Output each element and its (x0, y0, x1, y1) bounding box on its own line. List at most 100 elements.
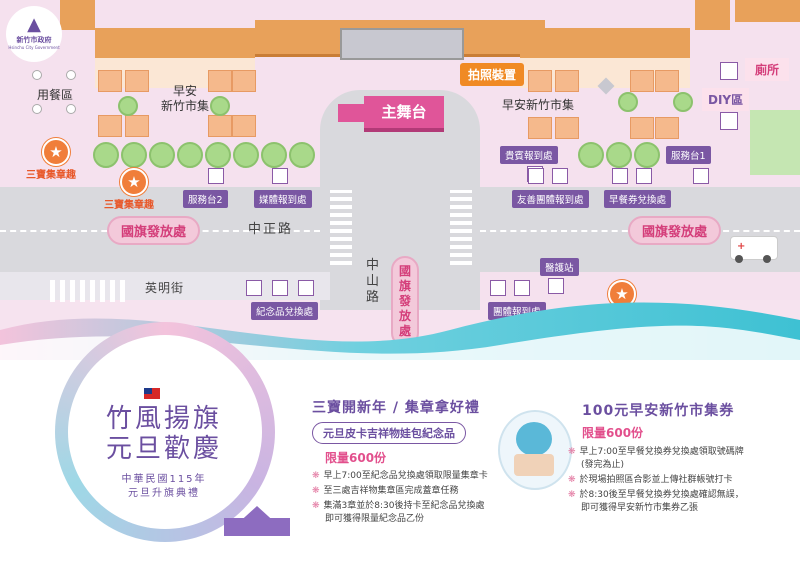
souvenir-marker (246, 280, 262, 296)
garden (750, 110, 800, 175)
section2-limit: 限量600份 (582, 426, 644, 440)
stall (98, 115, 122, 137)
taiwan-flag-icon (144, 388, 160, 399)
stall (125, 115, 149, 137)
tree (578, 142, 604, 168)
market-left-label: 早安 新竹市集 (160, 84, 209, 113)
medical-station-tag: 醫護站 (540, 258, 579, 276)
stall (555, 117, 579, 139)
stall (555, 70, 579, 92)
breakfast-exchange-marker (612, 168, 628, 184)
building-roof (95, 28, 255, 61)
group-registration-marker (514, 280, 530, 296)
tree (93, 142, 119, 168)
service-desk-1-marker (693, 168, 709, 184)
media-registration-tag: 媒體報到處 (254, 190, 312, 208)
section1-badge: 元旦皮卡吉祥物娃包紀念品 (312, 422, 466, 444)
ambulance-icon: + (730, 236, 778, 263)
building-roof (520, 28, 690, 61)
main-stage: 主舞台 (364, 96, 444, 132)
friendly-registration-marker (552, 168, 568, 184)
road-label-zhongshan: 中山路 (366, 258, 380, 305)
tree (261, 142, 287, 168)
toilet-tag: 廁所 (745, 58, 790, 81)
diy-tag: DIY區 (702, 88, 750, 111)
breakfast-exchange-marker (636, 168, 652, 184)
mascot-image (498, 410, 572, 490)
star-icon: ★ (42, 138, 70, 166)
souvenir-exchange-tag: 紀念品兌換處 (251, 302, 319, 320)
list-item: ❋早上7:00至早餐兌換券兌換處領取號碼牌 (發完為止) (568, 447, 744, 470)
star-icon: ★ (120, 168, 148, 196)
friendly-registration-marker (528, 168, 544, 184)
event-title-line2: 元旦歡慶 (105, 434, 222, 464)
diy-marker (720, 112, 738, 130)
tree (149, 142, 175, 168)
stall (98, 70, 122, 92)
service-desk-2-tag: 服務台2 (183, 190, 228, 208)
logo-icon: ▲ (27, 14, 41, 35)
list-item: ❋於8:30後至早餐兌換券兌換處確認無誤， 即可獲得早安新竹市集券乙張 (568, 490, 744, 513)
dining-area (30, 68, 80, 118)
souvenir-marker (298, 280, 314, 296)
section1-list: ❋早上7:00至紀念品兌換處領取限量集章卡 ❋至三處吉祥物集章區完成蓋章任務 ❋… (312, 470, 532, 526)
market-right-label: 早安新竹市集 (502, 98, 575, 112)
stall (655, 117, 679, 139)
tree (118, 96, 138, 116)
friendly-registration-tag: 友善團體報到處 (512, 190, 589, 208)
flag-distribution-right: 國旗發放處 (628, 216, 722, 245)
stall (528, 70, 552, 92)
event-badge (68, 335, 262, 529)
flag-distribution-vertical: 國旗發放處 (391, 256, 419, 347)
list-item: ❋至三處吉祥物集章區完成蓋章任務 (312, 486, 459, 496)
group-registration-marker (490, 280, 506, 296)
section2-title: 100元早安新竹市集券 (582, 403, 735, 419)
service-desk-2-marker (208, 168, 224, 184)
photo-booth-tag: 拍照裝置 (460, 63, 525, 86)
list-item: ❋於現場拍照區合影並上傳社群帳號打卡 (568, 475, 733, 485)
stall (232, 70, 256, 92)
dining-label: 用餐區 (37, 88, 74, 102)
tree (177, 142, 203, 168)
section2-list: ❋早上7:00至早餐兌換券兌換處領取號碼牌 (發完為止) ❋於現場拍照區合影並上… (568, 446, 788, 515)
breakfast-exchange-tag: 早餐券兌換處 (604, 190, 672, 208)
section1-limit: 限量600份 (325, 451, 387, 465)
flag-distribution-left: 國旗發放處 (107, 216, 201, 245)
stage-side (338, 104, 364, 122)
list-item: ❋早上7:00至紀念品兌換處領取限量集章卡 (312, 471, 488, 481)
stall (528, 117, 552, 139)
vip-registration-tag: 貴賓報到處 (500, 146, 558, 164)
tree (618, 92, 638, 112)
stall (655, 70, 679, 92)
toilet-marker (720, 62, 738, 80)
crosswalk (50, 280, 130, 302)
tree (205, 142, 231, 168)
city-logo: ▲ 新竹市政府 Hsinchu City Government (6, 6, 62, 62)
event-subtitle-line2: 元旦升旗典禮 (128, 488, 200, 499)
stall (208, 70, 232, 92)
stall (232, 115, 256, 137)
tree (233, 142, 259, 168)
tree (121, 142, 147, 168)
stall (630, 117, 654, 139)
event-title-line1: 竹風揚旗 (105, 404, 222, 434)
building-roof (695, 0, 730, 30)
section1-title: 三寶開新年 / 集章拿好禮 (312, 400, 480, 416)
service-desk-1-tag: 服務台1 (666, 146, 711, 164)
stall (125, 70, 149, 92)
event-subtitle-line1: 中華民國115年 (121, 474, 207, 485)
building-roof (735, 0, 800, 22)
road-label-zhongzheng: 中正路 (248, 222, 294, 237)
tree (289, 142, 315, 168)
souvenir-marker (272, 280, 288, 296)
stall (208, 115, 232, 137)
crosswalk (450, 190, 472, 265)
road-label-yingming: 英明街 (145, 281, 185, 295)
crosswalk (330, 190, 352, 265)
tree (210, 96, 230, 116)
stall (630, 70, 654, 92)
medical-station-marker (548, 278, 564, 294)
tree (606, 142, 632, 168)
stamp-label: 三寶集章趣 (104, 200, 154, 211)
list-item: ❋集滿3章並於8:30後持卡至紀念品兌換處 即可獲得限量紀念品乙份 (312, 501, 485, 524)
